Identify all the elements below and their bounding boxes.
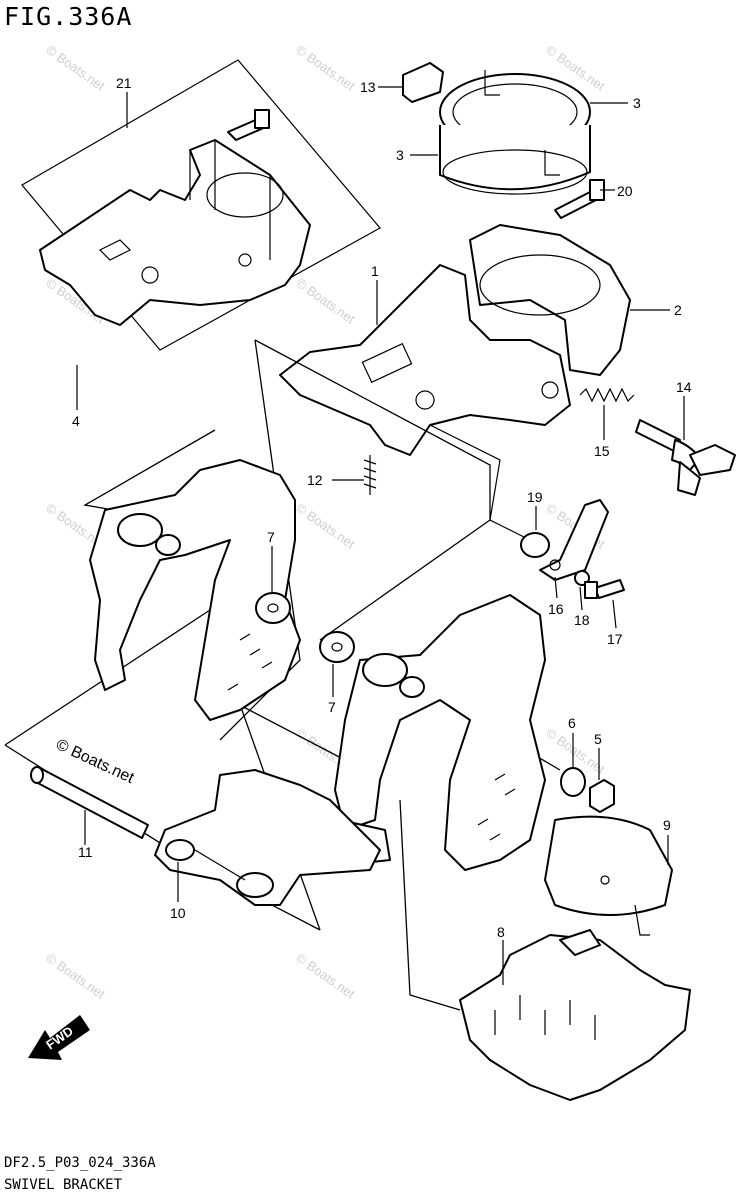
callout-13: 13 <box>360 79 376 95</box>
fwd-arrow-icon: FWD <box>28 1015 90 1060</box>
watermark: © Boats.net <box>293 42 358 94</box>
part-10-bracket <box>154 769 381 906</box>
callout-10: 10 <box>170 905 186 921</box>
part-20-bolt <box>554 179 605 219</box>
watermark: © Boats.net <box>293 950 358 1002</box>
watermark: © Boats.net <box>43 950 108 1002</box>
part-7-washer <box>255 592 291 624</box>
callout-15: 15 <box>594 443 610 459</box>
part-21-assembly <box>21 59 381 351</box>
callout-14: 14 <box>676 379 692 395</box>
watermark: © Boats.net <box>43 42 108 94</box>
washer-hole <box>267 603 279 613</box>
part-8-bracket <box>459 929 691 1101</box>
washer-hole <box>331 642 343 652</box>
callout-18: 18 <box>574 612 590 628</box>
callout-12: 12 <box>307 472 323 488</box>
callout-9: 9 <box>663 817 671 833</box>
part-16-19-lever <box>520 499 625 599</box>
part-7-washer <box>319 631 355 663</box>
part-14-15-spring-bolt <box>579 387 736 496</box>
callout-20: 20 <box>617 183 633 199</box>
parts-diagram: © Boats.net © Boats.net © Boats.net © Bo… <box>4 42 736 1101</box>
callout-7b: 7 <box>328 699 336 715</box>
figure-title: FIG.336A <box>4 2 133 31</box>
callout-3: 3 <box>633 95 641 111</box>
callout-8: 8 <box>497 924 505 940</box>
callout-19: 19 <box>527 489 543 505</box>
callout-17: 17 <box>607 631 623 647</box>
left-stern-bracket <box>89 459 301 721</box>
figure-code: DF2.5_P03_024_336A <box>4 1155 156 1171</box>
part-1-2-swivel-clamp <box>279 224 631 541</box>
callout-7: 7 <box>267 529 275 545</box>
part-12-spring <box>363 455 377 495</box>
callout-1: 1 <box>371 263 379 279</box>
watermark: © Boats.net <box>293 500 358 552</box>
part-9-plate <box>544 815 673 936</box>
callout-2: 2 <box>674 302 682 318</box>
callout-leaders <box>76 86 685 985</box>
callout-4: 4 <box>72 413 80 429</box>
callout-21: 21 <box>116 75 132 91</box>
right-stern-bracket <box>334 594 546 871</box>
part-5-nut <box>589 779 615 813</box>
callout-6: 6 <box>568 715 576 731</box>
watermark: © Boats.net <box>293 275 358 327</box>
part-11-pin <box>30 766 149 839</box>
callout-11: 11 <box>78 844 93 860</box>
figure-name: SWIVEL BRACKET <box>4 1177 123 1193</box>
callout-3b: 3 <box>396 147 404 163</box>
callout-labels: 21 13 3 3 20 1 2 4 14 15 12 19 7 16 18 1… <box>72 75 692 940</box>
part-6-washer <box>560 767 586 797</box>
brand-watermark: © Boats.net <box>53 736 137 787</box>
callout-5: 5 <box>594 731 602 747</box>
callout-16: 16 <box>548 601 564 617</box>
part-13-and-sleeves <box>402 62 591 195</box>
